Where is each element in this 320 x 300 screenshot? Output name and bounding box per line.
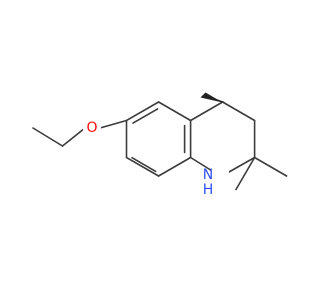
bond-c6-o [99, 119, 128, 129]
bond-o-ch2 [61, 127, 86, 147]
oxygen-atom-label: O [86, 120, 97, 136]
bond-n1-c8a [189, 156, 214, 173]
bond-c2-n1 [228, 156, 256, 173]
bond-c4-c3 [221, 101, 256, 122]
molecule-structure: O N H [32, 92, 288, 198]
bond-c2-methyl-b [235, 156, 256, 191]
bond-ring-c8-c8a [157, 156, 192, 177]
nitrogen-label-bg [211, 166, 229, 196]
bond-double-c7-c8 [131, 156, 157, 173]
bond-ch2-ch3 [32, 127, 64, 147]
bond-ring-c5-c6 [125, 101, 160, 122]
bond-c4a-c4 [189, 101, 224, 122]
nitrogen-atom-label: N [203, 167, 213, 183]
nitrogen-hydrogen-label: H [203, 182, 214, 198]
bond-ring-c7-c8 [125, 156, 160, 177]
bond-c2-methyl-a [253, 156, 288, 177]
oxygen-label-bg [83, 117, 101, 137]
wedge-bond-c4-up [206, 95, 225, 102]
bond-double-c5-c6 [132, 108, 159, 124]
bond-ring-c4a-c5 [157, 101, 192, 122]
